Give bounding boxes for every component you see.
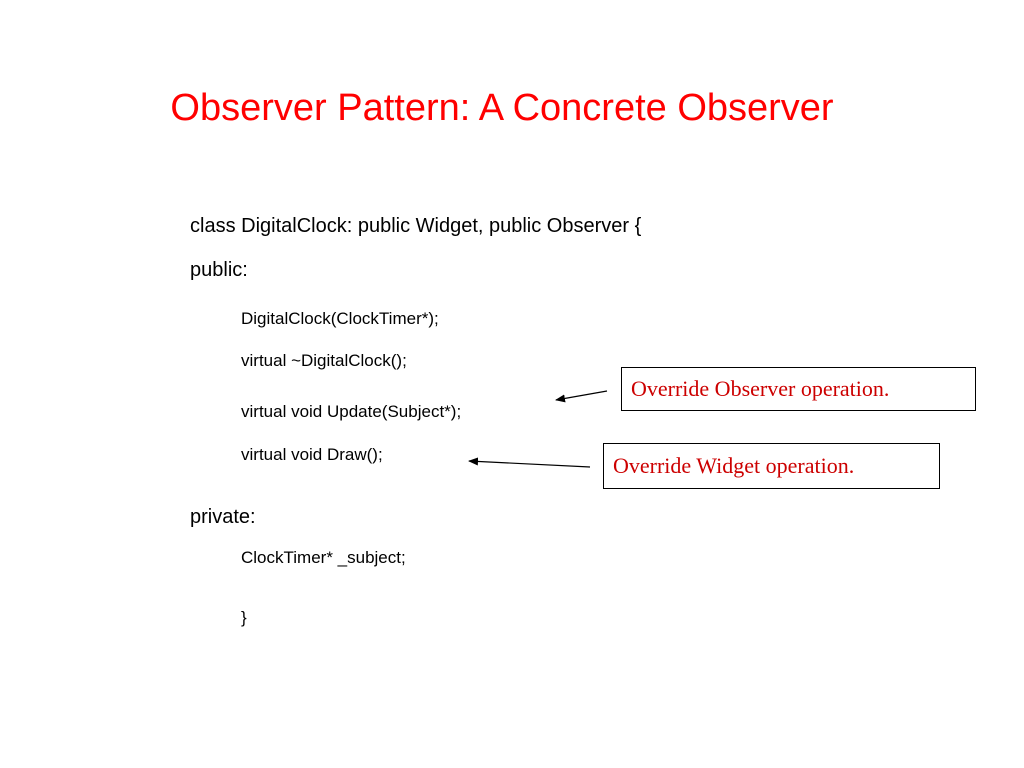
private-label: private: — [190, 506, 256, 528]
destructor-line: virtual ~DigitalClock(); — [241, 351, 407, 370]
widget-callout-box: Override Widget operation. — [603, 443, 940, 489]
update-method-line: virtual void Update(Subject*); — [241, 402, 462, 421]
class-declaration-line: class DigitalClock: public Widget, publi… — [190, 215, 642, 237]
observer-callout-text: Override Observer operation. — [631, 376, 890, 401]
widget-callout-text: Override Widget operation. — [613, 453, 855, 478]
constructor-line: DigitalClock(ClockTimer*); — [241, 309, 439, 328]
observer-callout-box: Override Observer operation. — [621, 367, 976, 411]
public-label: public: — [190, 259, 248, 281]
draw-method-line: virtual void Draw(); — [241, 445, 383, 464]
slide-title: Observer Pattern: A Concrete Observer — [170, 87, 834, 129]
widget-note-arrow — [468, 457, 591, 468]
subject-member-line: ClockTimer* _subject; — [241, 548, 406, 567]
closing-brace: } — [241, 608, 247, 627]
observer-note-arrow — [555, 390, 608, 403]
